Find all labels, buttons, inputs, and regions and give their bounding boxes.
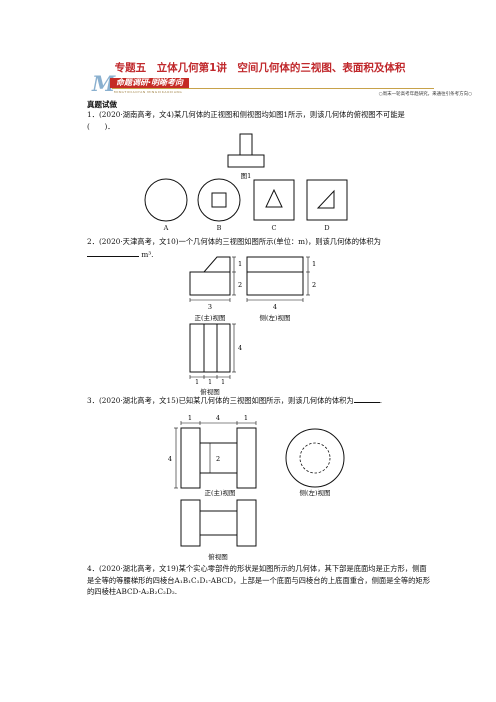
q2-dim-top-seg-2: 1 [208,379,212,386]
question-1-text: 1．(2020·湖南高考，文4)某几何体的正视图和侧视图均如图1所示，则该几何体… [87,110,405,131]
q2-dim-front-top: 1 [238,260,242,268]
section-heading: 真题试做 [87,100,117,109]
q1-option-d: D [324,224,330,232]
q2-dim-top-height: 4 [238,344,242,352]
question-4-text: 4．(2020·湖北高考，文19)某个实心零部件的形状是如图所示的几何体，其下部… [87,564,431,596]
question-3-body: 3．(2020·湖北高考，文15)已知某几何体的三视图如图所示，则该几何体的体积… [87,396,354,405]
q3-dim-height: 4 [168,455,172,463]
page-title: 专题五 立体几何第1讲 空间几何体的三视图、表面积及体积 [114,62,406,74]
question-2-body: 2．(2020·天津高考，文10)一个几何体的三视图如图所示(单位：m)，则该几… [87,237,381,246]
q2-dim-side-width: 4 [273,303,277,311]
banner-right-text: ○周末一轮高考年趋研究，来通往引条考方向○ [378,92,472,97]
q2-dim-side-bottom: 2 [312,281,316,289]
question-2-unit: m³. [141,249,154,259]
q3-front-view-label: 正(主)视图 [204,489,236,497]
banner-subtext: MINGTIDIAOYAN MINGXIKAOXIANG [114,90,183,94]
section-banner: M 命题调研·明晰考向 MINGTIDIAOYAN MINGXIKAOXIANG… [92,71,472,97]
answer-blank [353,394,380,403]
q3-top-view-label: 俯视图 [208,553,228,561]
q2-dim-top-seg-3: 1 [221,379,225,386]
q1-option-c: C [271,224,277,232]
question-2-text: 2．(2020·天津高考，文10)一个几何体的三视图如图所示(单位：m)，则该几… [87,236,432,260]
q2-dim-front-width: 3 [208,303,212,311]
q3-side-view-label: 侧(左)视图 [299,489,331,497]
answer-blank [87,248,139,257]
q1-option-a: A [163,224,169,232]
q2-top-view-label: 俯视图 [200,388,220,396]
q1-figure-caption: 图1 [240,172,252,180]
q3-dim-mid: 4 [216,414,220,422]
q2-dim-top-seg-1: 1 [195,379,199,386]
banner-logo: M [92,71,116,96]
q2-dim-front-bottom: 2 [238,281,242,289]
q1-option-b: B [216,224,222,232]
q3-dim-inner: 2 [216,455,220,463]
q2-dim-side-top: 1 [312,260,316,268]
q3-dim-right: 1 [244,414,248,422]
q3-dim-left: 1 [188,414,192,422]
q2-side-view-label: 侧(左)视图 [259,314,291,322]
question-3-text: 3．(2020·湖北高考，文15)已知某几何体的三视图如图所示，则该几何体的体积… [87,394,383,405]
banner-rule [112,88,434,89]
banner-label: 命题调研·明晰考向 [110,78,190,88]
q2-front-view-label: 正(主)视图 [194,314,226,322]
